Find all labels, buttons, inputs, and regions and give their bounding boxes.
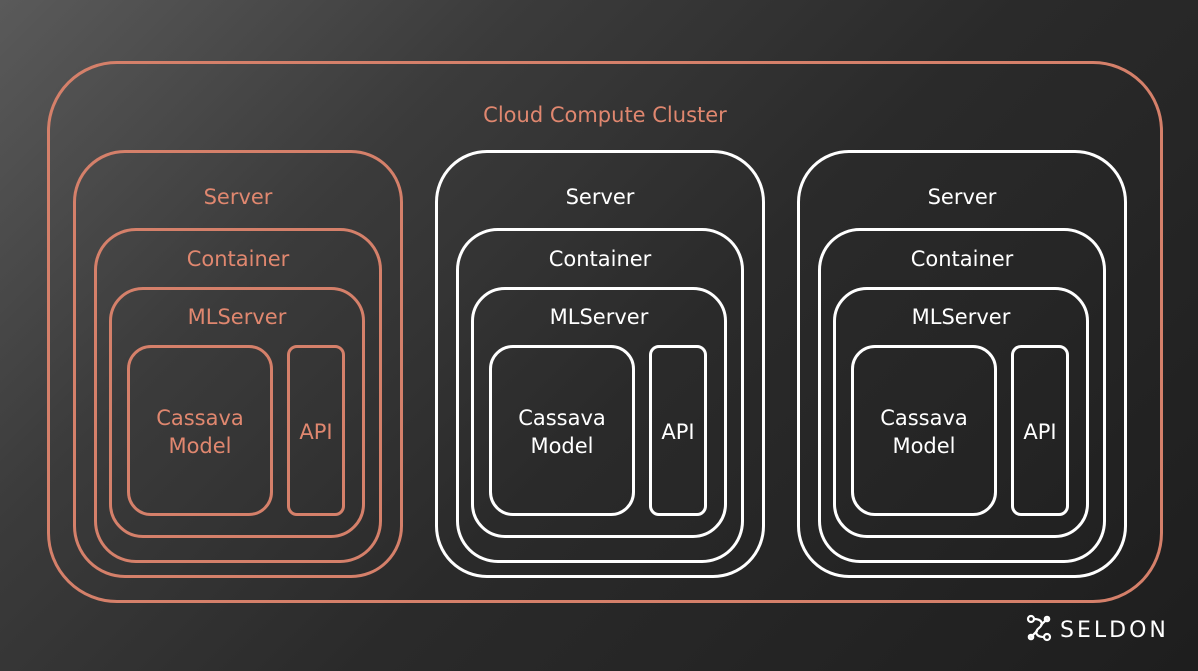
seldon-logo: SELDON (1026, 614, 1169, 646)
cluster-label: Cloud Compute Cluster (483, 103, 727, 127)
seldon-logo-icon (1026, 614, 1052, 646)
cloud-compute-cluster (47, 61, 1163, 603)
seldon-logo-text: SELDON (1060, 617, 1169, 643)
